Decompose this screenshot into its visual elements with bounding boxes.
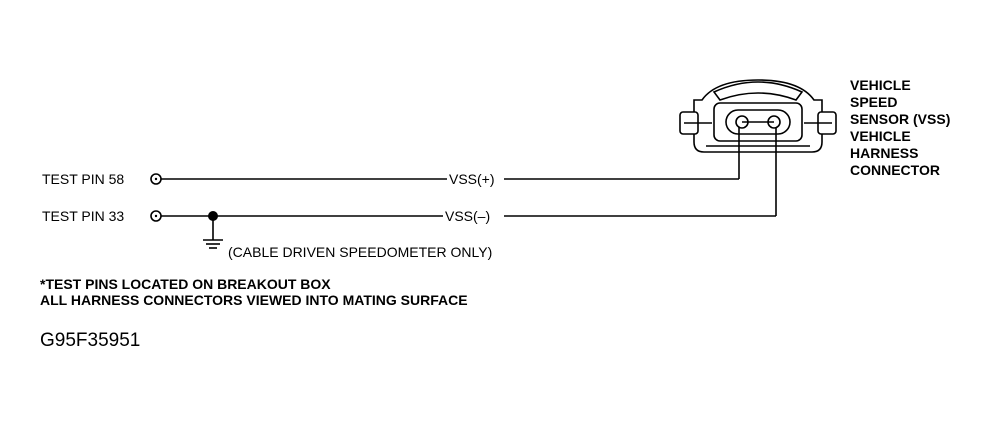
note-mating-surface: ALL HARNESS CONNECTORS VIEWED INTO MATIN… [40,292,468,308]
vss-connector-icon [679,79,837,153]
svg-text:SPEED: SPEED [850,94,897,110]
svg-text:SENSOR (VSS): SENSOR (VSS) [850,111,950,127]
ground-symbol-icon [203,216,223,249]
svg-text:CONNECTOR: CONNECTOR [850,162,940,178]
figure-code: G95F35951 [40,330,140,351]
test-pin-58-label: TEST PIN 58 [42,171,124,187]
connector-label: VEHICLE SPEED SENSOR (VSS) VEHICLE HARNE… [850,77,950,178]
svg-text:HARNESS: HARNESS [850,145,918,161]
vss-positive-wire [161,120,740,180]
vss-negative-label: VSS(–) [445,208,490,224]
svg-text:VEHICLE: VEHICLE [850,128,911,144]
note-test-pins: *TEST PINS LOCATED ON BREAKOUT BOX [40,276,331,292]
svg-text:VEHICLE: VEHICLE [850,77,911,93]
ground-note: (CABLE DRIVEN SPEEDOMETER ONLY) [228,244,492,260]
vss-positive-label: VSS(+) [449,171,495,187]
test-pin-33-label: TEST PIN 33 [42,208,124,224]
